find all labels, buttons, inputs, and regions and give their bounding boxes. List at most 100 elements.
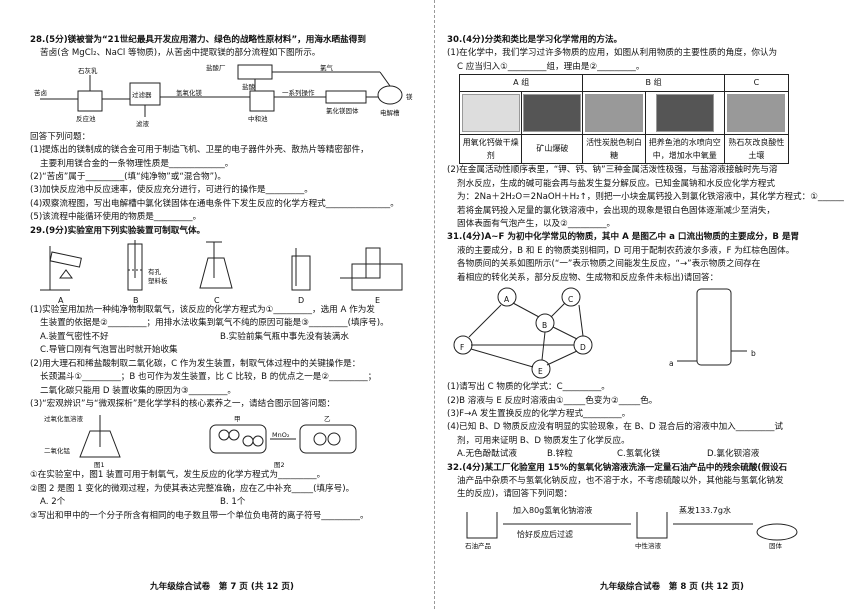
q30-s2b: 剂水反应，生成的碱可能会再与盐发生复分解反应。已知金属钠和水反应化学方程式 <box>457 178 775 189</box>
apparatus-c: C <box>214 296 220 306</box>
label-figure2: 图2 <box>274 461 285 470</box>
label-solid: 固体 <box>769 541 782 550</box>
q29-s3-2: ②图 2 是图 1 变化的微观过程，为使其表达完整准确，应在乙中补充_____(… <box>30 483 355 494</box>
label-operations: 一系列操作 <box>282 88 315 97</box>
group-b-header: B 组 <box>582 74 725 92</box>
node-e: E <box>538 367 543 377</box>
q29-s3-1: ①在实验室中，图1 装置可用于制氧气，发生反应的化学方程式为_________。 <box>30 470 326 481</box>
option-2-molecules: A. 2个 <box>40 497 66 508</box>
q32-l3: 生的反应)，请回答下列问题： <box>457 489 573 500</box>
option-mg-hydroxide: C.氢氧化镁 <box>617 449 661 460</box>
label-brine: 苦卤 <box>34 88 47 97</box>
item-mine-blasting: 矿山爆破 <box>521 133 584 165</box>
q31-s4b: 剂，可用来证明 B、D 物质发生了化学反应。 <box>457 435 630 446</box>
classification-table: A 组 B 组 C 用氧化钙做干燥剂 矿山爆破 活性炭脱色制白糖 把养鱼池的水喷… <box>458 74 790 165</box>
option-phenolphthalein: A.无色酚酞试液 <box>457 449 518 460</box>
node-a: A <box>504 295 510 305</box>
q31-title: 31.(4分)A~F 为初中化学常见的物质，其中 A 是图乙中 a 口流出物质的… <box>447 232 800 243</box>
label-filter: 过滤器 <box>132 90 152 99</box>
q32-title: 32.(4分)某工厂化验室用 15%的氢氧化钠溶液洗涤一定量石油产品中的残余硫酸… <box>447 462 788 473</box>
label-chlorine: 氯气 <box>320 63 333 72</box>
outlet-b: b <box>751 349 756 359</box>
q28-sub2: (2)“苦卤”属于_________(填“纯净物”或“混合物”)。 <box>30 172 226 183</box>
q30-s2d: 若将金属钙投入足量的氯化铁溶液中，会出现的现象是银白色固体逐渐减少至消失， <box>457 205 775 216</box>
q29-s3: (3)“宏观辨识”与“微观探析”是化学学科的核心素养之一，请结合图示回答问题： <box>30 398 335 409</box>
q30-s2e: 固体表面有气泡产生，以及②_________。 <box>457 219 616 230</box>
neutralization-tank <box>249 90 275 112</box>
q30-s1: (1)在化学中，我们学习过许多物质的应用，如图从利用物质的主要性质的角度，你认为 <box>447 48 778 59</box>
label-mgcl2-solid: 氯化镁固体 <box>326 106 359 115</box>
label-h2o2: 过氧化氢溶液 <box>44 415 83 424</box>
apparatus-e: E <box>375 296 381 306</box>
mgcl2-box <box>325 90 367 104</box>
node-b: B <box>542 321 548 331</box>
label-neutralization: 中和池 <box>248 114 268 123</box>
footer-page8: 九年级综合试卷 第 8 页 (共 12 页) <box>600 582 744 592</box>
q31-s3: (3)F→A 发生置换反应的化学方程式_________。 <box>447 408 631 419</box>
label-lime-milk: 石灰乳 <box>78 66 98 75</box>
q28-sub4: (4)观察流程图，写出电解槽中氯化镁固体在通电条件下发生反应的化学方程式____… <box>30 198 399 209</box>
label-mg-hydroxide: 氢氧化镁 <box>176 88 202 97</box>
step-filter: 恰好反应后过滤 <box>517 529 573 539</box>
label-figure1: 图1 <box>94 461 105 470</box>
option-a: A.装置气密性不好 <box>40 331 109 342</box>
q28-sub5: (5)该流程中能循环使用的物质是_________。 <box>30 212 202 223</box>
hcl-plant <box>237 64 273 80</box>
label-hcl: 盐酸 <box>242 82 255 91</box>
q31-l4: 着相应的转化关系，部分反应物、生成物和反应条件未标出)请回答： <box>457 272 719 283</box>
lime-field-image <box>727 93 786 132</box>
blasting-image <box>523 93 582 132</box>
fold-line <box>434 0 435 609</box>
group-c-header: C <box>723 74 790 92</box>
label-yi: 乙 <box>324 415 331 424</box>
desiccant-image <box>461 93 520 132</box>
q28-flow-diagram: 石灰乳 苦卤 反应池 过滤器 滤液 氢氧化镁 盐酸 中和池 一系列操作 氯化镁固… <box>30 61 425 131</box>
label-hcl-plant: 盐酸厂 <box>206 63 226 72</box>
q29-s2: (2)用大理石和稀盐酸制取二氧化碳，C 作为发生装置，制取气体过程中的关键操作是… <box>30 358 361 369</box>
q29-s1-options: A.装置气密性不好 B.实验前集气瓶中事先没有装满水 <box>30 331 425 344</box>
q30-s2c: 为：2Na＋2H₂O＝2NaOH＋H₂↑，则把一小块金属钙投入到氯化铁溶液中，其… <box>457 192 844 203</box>
carbon-image <box>585 93 644 132</box>
electrolysis-cell <box>377 85 403 105</box>
item-carbon-decolor: 活性炭脱色制白糖 <box>582 133 646 165</box>
q31-l2: 液的主要成分，B 和 E 的物质类别相同，D 可用于配制农药波尔多液，F 为红棕… <box>457 245 795 256</box>
q28-line2: 苦卤(含 MgCl₂、NaCl 等物质)，从苦卤中提取镁的部分流程如下图所示。 <box>40 48 321 59</box>
q28-sub1b: 主要利用镁合金的一条物理性质是_____________。 <box>40 158 234 169</box>
reaction-tank <box>77 90 103 112</box>
item-cao-desiccant: 用氧化钙做干燥剂 <box>458 133 523 165</box>
footer-page7: 九年级综合试卷 第 7 页 (共 12 页) <box>150 582 294 592</box>
q31-l3: 各物质间的关系如图所示(“一”表示物质之间能发生反应，“→”表示物质之间存在 <box>457 259 761 270</box>
fountain-image <box>655 93 714 132</box>
label-reaction-tank: 反应池 <box>76 114 96 123</box>
outlet-a: a <box>669 359 674 369</box>
label-neutral-solution: 中性溶液 <box>635 541 661 550</box>
q28-sub1: (1)提炼出的镁制成的镁合金可用于制造飞机、卫星的电子器件外壳、散热片等精密部件… <box>30 145 369 156</box>
label-mno2-catalyst: MnO₂ <box>272 431 290 440</box>
q30-title: 30.(4分)分类和类比是学习化学常用的方法。 <box>447 35 623 45</box>
step-evaporate: 蒸发133.7g水 <box>679 505 731 515</box>
apparatus-a: A <box>58 296 64 306</box>
q30-s1b: C 应当归入①_________组，理由是②_________。 <box>457 61 645 72</box>
option-1-molecule: B. 1个 <box>220 497 246 508</box>
node-c: C <box>568 295 574 305</box>
option-bacl2: D.氯化钡溶液 <box>707 449 760 460</box>
label-jia: 甲 <box>234 415 241 424</box>
label-porous: 有孔 <box>148 268 161 277</box>
label-filtrate: 滤液 <box>136 119 149 128</box>
micro-svg <box>79 415 357 458</box>
apparatus-d: D <box>298 296 305 306</box>
q29-s1: (1)实验室用加热一种纯净物制取氧气，该反应的化学方程式为①_________，… <box>30 305 375 316</box>
label-magnesium: 镁 <box>406 92 413 101</box>
group-a-header: A 组 <box>458 74 584 92</box>
node-d: D <box>580 343 586 353</box>
relation-svg <box>453 287 747 379</box>
q30-s2: (2)在金属活动性顺序表里，“钾、钙、钠”三种金属活泼性极强，与盐溶液接触时先与… <box>447 165 778 176</box>
apparatus-b: B <box>133 296 139 306</box>
label-petroleum: 石油产品 <box>465 541 491 550</box>
item-lime-soil: 熟石灰改良酸性土壤 <box>723 133 790 165</box>
q31-s2: (2)B 溶液与 E 反应时溶液由①_____色变为②_____色。 <box>447 395 658 406</box>
option-b: B.实验前集气瓶中事先没有装满水 <box>220 331 349 342</box>
apparatus-svg <box>40 240 403 291</box>
